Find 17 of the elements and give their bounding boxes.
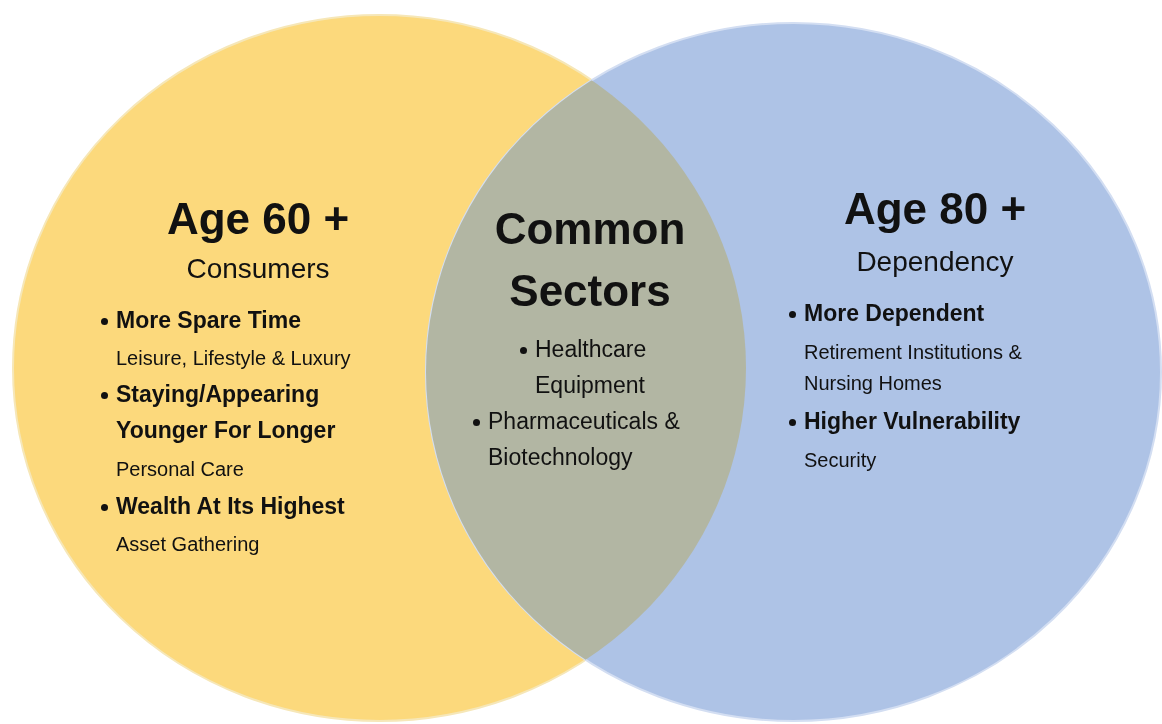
bullet-item: More Dependent bbox=[804, 299, 986, 328]
heading: Age 60 + bbox=[165, 193, 351, 245]
bullet-item: Pharmaceuticals & Biotechnology bbox=[488, 407, 681, 472]
item-description: Personal Care bbox=[116, 457, 245, 482]
subheading: Dependency bbox=[855, 245, 1015, 279]
item-description: Leisure, Lifestyle & Luxury bbox=[116, 346, 352, 371]
heading: Age 80 + bbox=[842, 183, 1028, 235]
bullet-item: Healthcare Equipment bbox=[535, 335, 648, 400]
bullet-item: Staying/Appearing Younger For Longer bbox=[116, 380, 337, 445]
bullet-item: Higher Vulnerability bbox=[804, 407, 1022, 436]
subheading: Consumers bbox=[185, 252, 331, 286]
item-description: Retirement Institutions & Nursing Homes bbox=[804, 340, 1023, 396]
item-description: Asset Gathering bbox=[116, 532, 261, 557]
item-description: Security bbox=[804, 448, 878, 473]
heading: Common Sectors bbox=[493, 203, 687, 317]
bullet-item: Wealth At Its Highest bbox=[116, 492, 346, 521]
bullet-item: More Spare Time bbox=[116, 306, 302, 335]
